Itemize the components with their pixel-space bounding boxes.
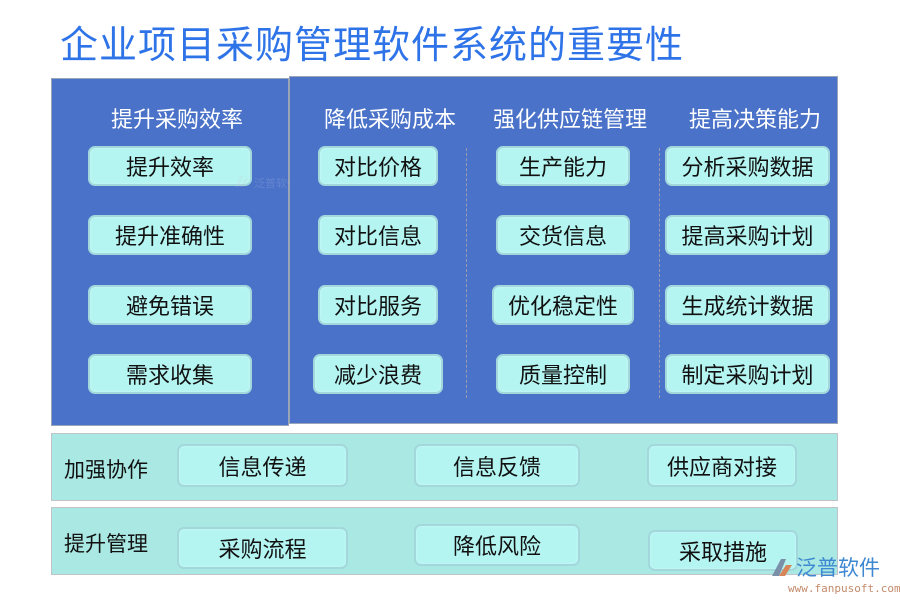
column-heading-supply-chain: 强化供应链管理 xyxy=(492,108,648,133)
item-avoid-errors[interactable]: 避免错误 xyxy=(88,285,252,325)
band-label-collaboration: 加强协作 xyxy=(64,458,148,482)
item-supplier-connection[interactable]: 供应商对接 xyxy=(647,444,797,487)
item-production-capacity[interactable]: 生产能力 xyxy=(496,146,630,186)
item-compare-service[interactable]: 对比服务 xyxy=(318,285,438,325)
item-demand-collection[interactable]: 需求收集 xyxy=(88,354,252,394)
item-generate-statistics[interactable]: 生成统计数据 xyxy=(665,285,830,325)
column-heading-decision: 提高决策能力 xyxy=(688,108,822,133)
item-take-measures[interactable]: 采取措施 xyxy=(648,530,798,571)
item-compare-price[interactable]: 对比价格 xyxy=(318,146,438,186)
watermark-url: www.fanpusoft.com xyxy=(788,582,900,595)
page-title: 企业项目采购管理软件系统的重要性 xyxy=(60,23,685,67)
column-divider xyxy=(466,148,467,398)
item-purchase-process[interactable]: 采购流程 xyxy=(177,527,348,569)
item-compare-info[interactable]: 对比信息 xyxy=(318,215,438,255)
item-info-transfer[interactable]: 信息传递 xyxy=(177,444,348,487)
band-label-management: 提升管理 xyxy=(64,532,148,556)
item-reduce-risk[interactable]: 降低风险 xyxy=(414,524,580,566)
column-heading-efficiency: 提升采购效率 xyxy=(110,108,244,133)
item-quality-control[interactable]: 质量控制 xyxy=(496,354,630,394)
item-optimize-stability[interactable]: 优化稳定性 xyxy=(492,285,634,325)
item-delivery-info[interactable]: 交货信息 xyxy=(496,215,630,255)
item-analyze-purchase-data[interactable]: 分析采购数据 xyxy=(665,146,830,186)
item-make-purchase-plan[interactable]: 制定采购计划 xyxy=(665,354,830,394)
item-improve-accuracy[interactable]: 提升准确性 xyxy=(88,215,252,255)
item-info-feedback[interactable]: 信息反馈 xyxy=(414,444,580,487)
column-divider xyxy=(659,148,660,398)
item-improve-efficiency[interactable]: 提升效率 xyxy=(88,146,252,186)
item-improve-purchase-plan[interactable]: 提高采购计划 xyxy=(665,215,830,255)
column-heading-cost: 降低采购成本 xyxy=(323,108,457,133)
item-reduce-waste[interactable]: 减少浪费 xyxy=(313,354,443,394)
